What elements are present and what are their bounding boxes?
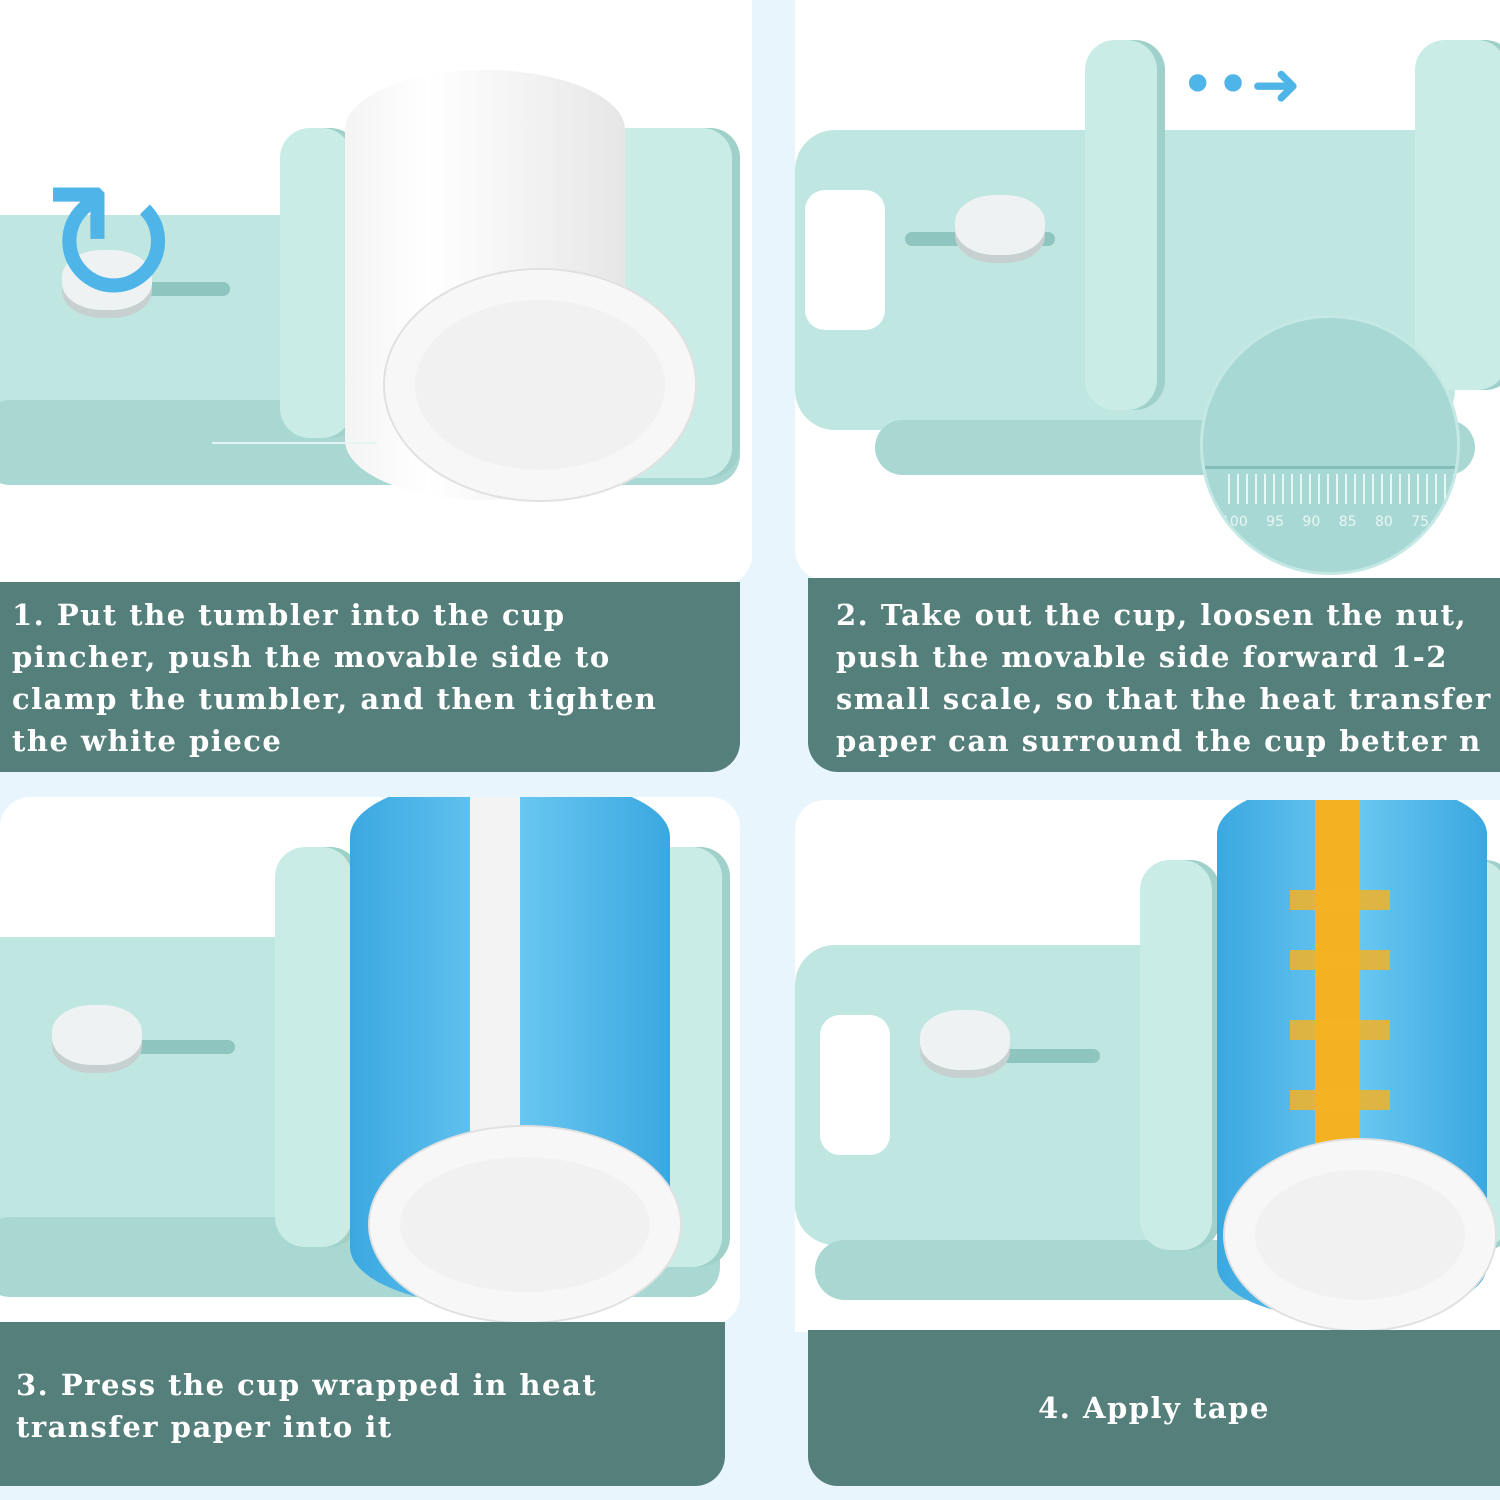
step-1-caption: 1. Put the tumbler into the cup pincher,… (0, 582, 740, 772)
knob (920, 1010, 1010, 1070)
movable-side (1415, 40, 1500, 390)
rotate-arrow-icon: ↻ (40, 146, 183, 344)
caption-line: the white piece (12, 724, 283, 758)
tumbler-bottom (1225, 1140, 1495, 1330)
caption-line: small scale, so that the heat transfer (836, 682, 1492, 716)
caption-line: 4. Apply tape (1038, 1391, 1270, 1425)
caption-line: paper can surround the cup better n (836, 724, 1482, 758)
ruler (212, 442, 377, 472)
knob (955, 195, 1045, 255)
scale-ticks (1228, 474, 1457, 504)
caption-line: 2. Take out the cup, loosen the nut, (836, 598, 1468, 632)
fixed-side (1140, 860, 1220, 1250)
step-4-image (795, 800, 1500, 1332)
tumbler-bottom (370, 1127, 680, 1322)
step-2-image: ••➜ (795, 0, 1500, 580)
caption-line: push the movable side forward 1-2 (836, 640, 1448, 674)
caption-line: transfer paper into it (16, 1410, 393, 1444)
step-4-caption: 4. Apply tape (808, 1330, 1500, 1486)
step-1-image: ↻ (0, 0, 752, 585)
tape-piece (1290, 890, 1390, 910)
knob (52, 1005, 142, 1065)
step-2-caption: 2. Take out the cup, loosen the nut, pus… (808, 578, 1500, 772)
tumbler-bottom (385, 270, 695, 500)
step-3-caption: 3. Press the cup wrapped in heat transfe… (0, 1322, 725, 1486)
step-3-image (0, 797, 740, 1325)
caption-line: 3. Press the cup wrapped in heat (16, 1368, 598, 1402)
tape-piece (1290, 950, 1390, 970)
caption-line: 1. Put the tumbler into the cup (12, 598, 566, 632)
knob (62, 250, 152, 310)
tape-piece (1290, 1090, 1390, 1110)
caption-line: clamp the tumbler, and then tighten (12, 682, 658, 716)
caption-line: pincher, push the movable side to (12, 640, 611, 674)
slot (110, 1040, 235, 1054)
tape-piece (1290, 1020, 1390, 1040)
fixed-side (275, 847, 360, 1247)
push-arrow-icon: ••➜ (1180, 50, 1302, 120)
handle-hole (820, 1015, 890, 1155)
handle-hole (805, 190, 885, 330)
scale-magnifier: 100 95 90 85 80 75 (1200, 315, 1460, 575)
magnifier-line (1203, 466, 1457, 469)
scale-labels: 100 95 90 85 80 75 (1221, 514, 1430, 530)
fixed-side (1085, 40, 1165, 410)
